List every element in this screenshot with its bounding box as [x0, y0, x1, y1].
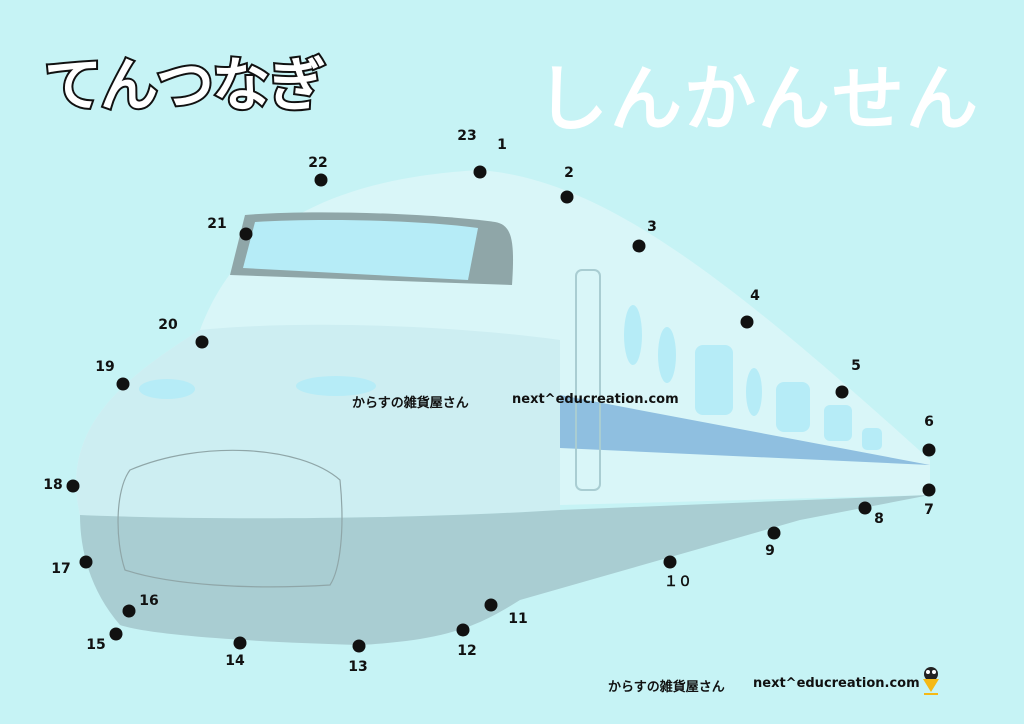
dot-label-10: １０ [664, 574, 692, 590]
credit-name-footer: からすの雑貨屋さん [608, 680, 725, 695]
dot-label-1: 1 [497, 137, 507, 153]
dot-9 [767, 526, 781, 540]
nose-outline [117, 449, 343, 588]
dot-7 [922, 483, 936, 497]
dot-20 [195, 335, 209, 349]
dot-label-12: 12 [457, 643, 477, 659]
credit-url-footer: next^educreation.com [753, 676, 920, 691]
credit-name-middle: からすの雑貨屋さん [352, 396, 469, 411]
train-nose-band [76, 324, 560, 519]
dot-label-14: 14 [225, 653, 245, 669]
dot-17 [79, 555, 93, 569]
dot-15 [109, 627, 123, 641]
dot-label-6: 6 [924, 414, 934, 430]
dot-18 [66, 479, 80, 493]
train-stripe [560, 395, 930, 465]
dot-16 [122, 604, 136, 618]
dot-21 [239, 227, 253, 241]
credit-url-middle: next^educreation.com [512, 392, 679, 407]
dot-label-19: 19 [95, 359, 115, 375]
dot-12 [456, 623, 470, 637]
dot-label-8: 8 [874, 511, 884, 527]
worksheet-title: てんつなぎ [42, 49, 328, 121]
dot-label-15: 15 [86, 637, 106, 653]
dot-8 [858, 501, 872, 515]
dot-3 [632, 239, 646, 253]
dot-label-20: 20 [158, 317, 178, 333]
dot-2 [560, 190, 574, 204]
dot-4 [740, 315, 754, 329]
dot-10 [663, 555, 677, 569]
dot-13 [352, 639, 366, 653]
dot-label-9: 9 [765, 543, 775, 559]
dot-label-18: 18 [43, 477, 63, 493]
crow-mascot-icon [923, 667, 939, 695]
windshield-glass [243, 220, 478, 280]
dot-label-21: 21 [207, 216, 227, 232]
worksheet-subtitle: しんかんせん [536, 57, 981, 141]
dot-1 [473, 165, 487, 179]
dot-5 [835, 385, 849, 399]
dot-label-7: 7 [924, 502, 934, 518]
dot-11 [484, 598, 498, 612]
dot-label-17: 17 [51, 561, 71, 577]
dot-14 [233, 636, 247, 650]
dot-label-2: 2 [564, 165, 574, 181]
dot-label-3: 3 [647, 219, 657, 235]
side-windows [139, 269, 882, 491]
dot-label-22: 22 [308, 155, 328, 171]
dot-19 [116, 377, 130, 391]
dot-label-13: 13 [348, 659, 368, 675]
dot-label-4: 4 [750, 288, 760, 304]
dot-label-16: 16 [139, 593, 159, 609]
dot-label-11: 11 [508, 611, 528, 627]
dot-layer [66, 165, 936, 653]
train-body-lower [80, 495, 930, 645]
dot-label-23: 23 [457, 128, 477, 144]
dot-6 [922, 443, 936, 457]
dot-22 [314, 173, 328, 187]
dot-label-5: 5 [851, 358, 861, 374]
